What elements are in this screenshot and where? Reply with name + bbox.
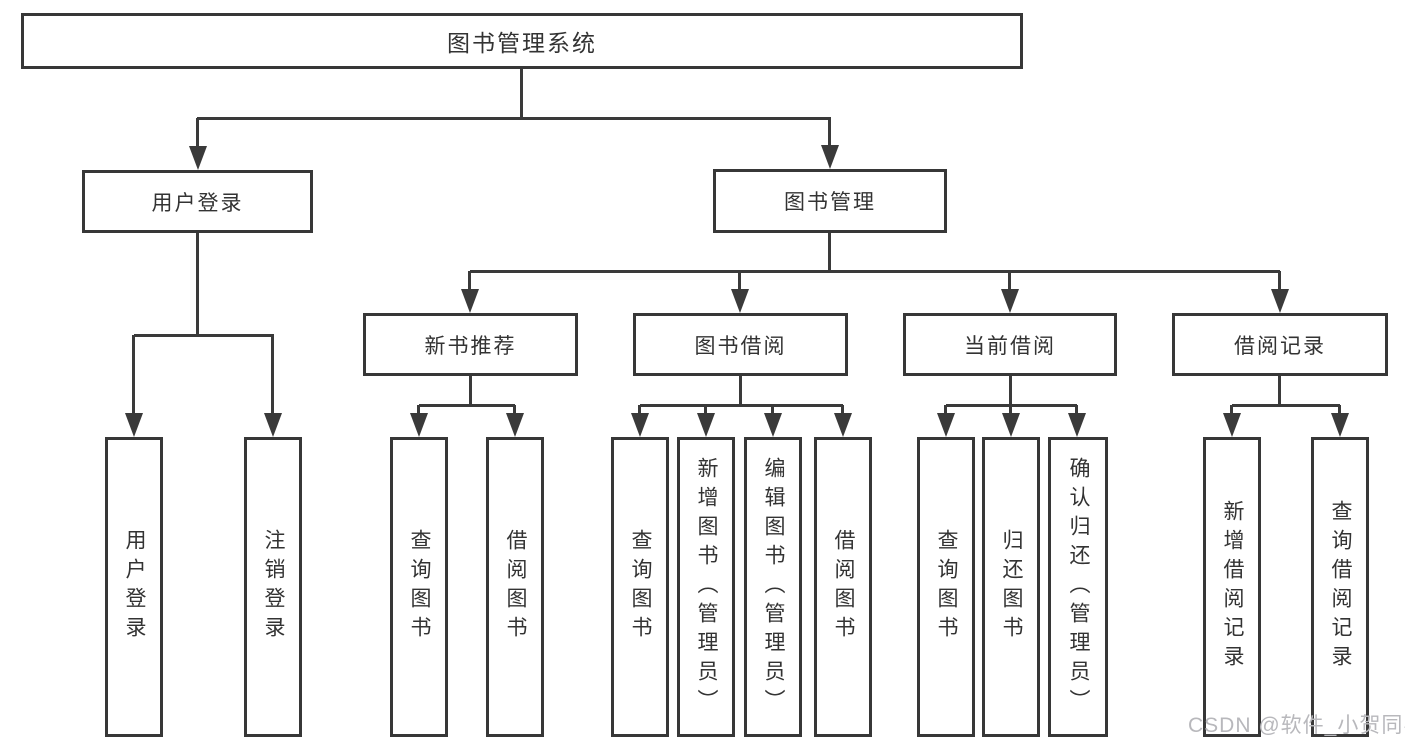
arrow-down-icon xyxy=(461,289,479,313)
leaf-query-books-borrowing: 查询图书 xyxy=(611,437,669,737)
connector-line xyxy=(520,69,523,118)
arrow-down-icon xyxy=(937,413,955,437)
arrow-down-icon xyxy=(834,413,852,437)
node-library-system: 图书管理系统 xyxy=(21,13,1023,69)
node-user-login: 用户登录 xyxy=(82,170,313,233)
arrow-down-icon xyxy=(764,413,782,437)
node-book-borrowing: 图书借阅 xyxy=(633,313,848,376)
connector-line xyxy=(513,405,516,417)
node-current-borrowing: 当前借阅 xyxy=(903,313,1117,376)
connector-line xyxy=(1230,405,1233,417)
leaf-add-book-admin: 新增图书（管理员） xyxy=(677,437,735,737)
connector-line xyxy=(944,405,947,417)
arrow-down-icon xyxy=(506,413,524,437)
connector-line xyxy=(1009,405,1012,417)
arrow-down-icon xyxy=(1271,289,1289,313)
leaf-query-books-recommend: 查询图书 xyxy=(390,437,448,737)
connector-line xyxy=(469,376,472,406)
connector-line xyxy=(197,117,831,120)
connector-line xyxy=(196,118,199,150)
arrow-down-icon xyxy=(264,413,282,437)
arrow-down-icon xyxy=(731,289,749,313)
node-new-book-recommend: 新书推荐 xyxy=(363,313,578,376)
arrow-down-icon xyxy=(1002,413,1020,437)
leaf-query-books-current: 查询图书 xyxy=(917,437,975,737)
leaf-confirm-return-admin: 确认归还（管理员） xyxy=(1048,437,1108,737)
arrow-down-icon xyxy=(697,413,715,437)
leaf-logout: 注销登录 xyxy=(244,437,302,737)
arrow-down-icon xyxy=(821,145,839,169)
arrow-down-icon xyxy=(1223,413,1241,437)
connector-line xyxy=(828,118,831,149)
arrow-down-icon xyxy=(1001,289,1019,313)
connector-line xyxy=(828,233,831,271)
connector-line xyxy=(196,233,199,335)
leaf-edit-book-admin: 编辑图书（管理员） xyxy=(744,437,802,737)
node-book-management: 图书管理 xyxy=(713,169,947,233)
connector-line xyxy=(739,376,742,406)
leaf-borrow-books-recommend: 借阅图书 xyxy=(486,437,544,737)
connector-line xyxy=(271,335,274,415)
connector-line xyxy=(1232,404,1340,407)
connector-line xyxy=(738,271,741,291)
leaf-borrow-books-borrowing: 借阅图书 xyxy=(814,437,872,737)
leaf-return-book: 归还图书 xyxy=(982,437,1040,737)
connector-line xyxy=(771,405,774,417)
connector-line xyxy=(640,404,843,407)
connector-line xyxy=(638,405,641,417)
leaf-user-login: 用户登录 xyxy=(105,437,163,737)
connector-line xyxy=(1278,376,1281,406)
csdn-watermark: CSDN @软件_小贺同学 xyxy=(1188,714,1405,737)
arrow-down-icon xyxy=(631,413,649,437)
connector-line xyxy=(1278,271,1281,291)
arrow-down-icon xyxy=(1068,413,1086,437)
connector-line xyxy=(1075,405,1078,417)
connector-line xyxy=(419,404,515,407)
connector-line xyxy=(470,270,1280,273)
connector-line xyxy=(417,405,420,417)
connector-line xyxy=(134,334,274,337)
arrow-down-icon xyxy=(125,413,143,437)
leaf-add-borrow-record: 新增借阅记录 xyxy=(1203,437,1261,737)
arrow-down-icon xyxy=(189,146,207,170)
leaf-query-borrow-record: 查询借阅记录 xyxy=(1311,437,1369,737)
connector-line xyxy=(1009,376,1012,406)
connector-line xyxy=(1338,405,1341,417)
connector-line xyxy=(1008,271,1011,291)
connector-line xyxy=(132,335,135,415)
connector-line xyxy=(841,405,844,417)
node-borrowing-records: 借阅记录 xyxy=(1172,313,1388,376)
arrow-down-icon xyxy=(1331,413,1349,437)
connector-line xyxy=(704,405,707,417)
arrow-down-icon xyxy=(410,413,428,437)
connector-line xyxy=(468,271,471,291)
